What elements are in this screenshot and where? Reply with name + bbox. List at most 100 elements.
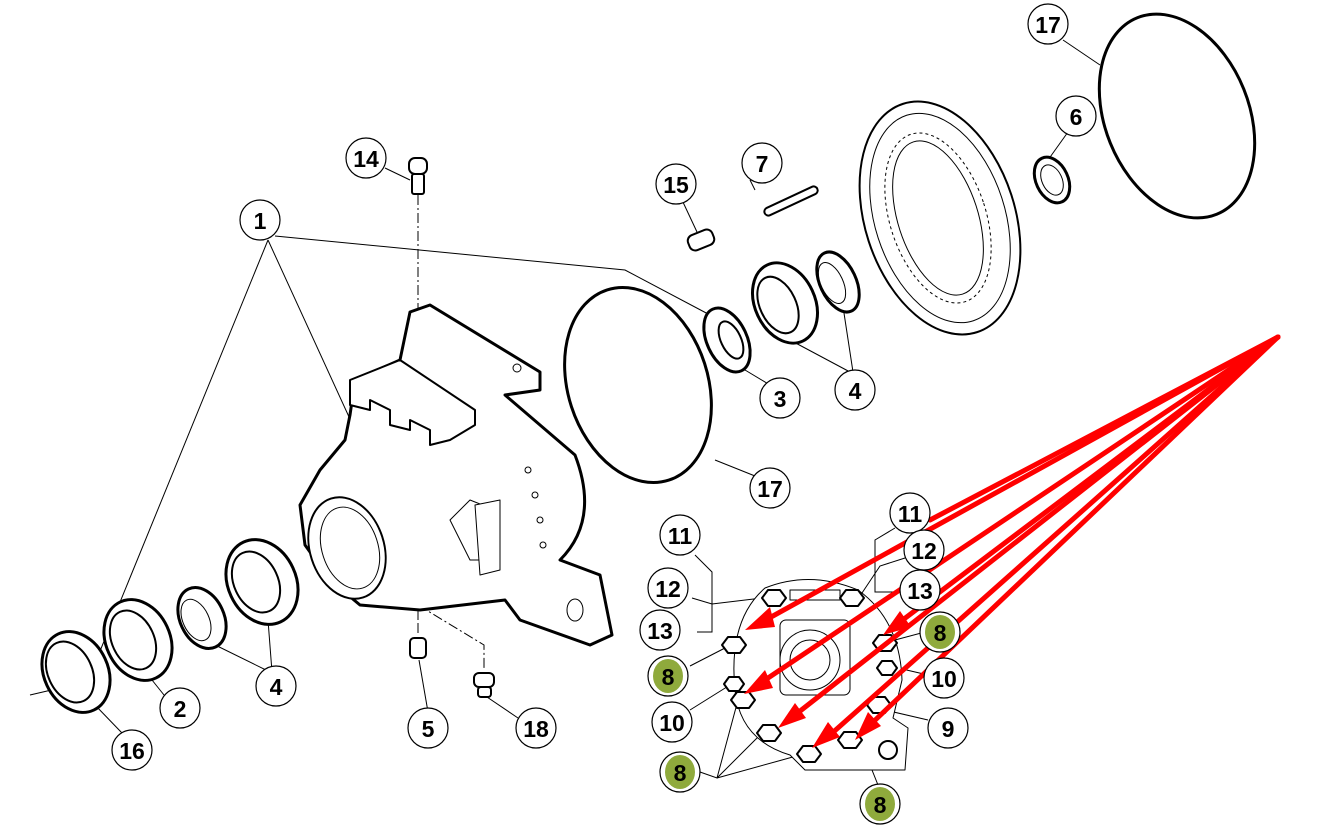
leader-11-right bbox=[874, 527, 905, 593]
callout-3: 3 bbox=[759, 377, 801, 419]
fitting-thread bbox=[477, 686, 492, 698]
hex-bolt-icon bbox=[721, 636, 747, 654]
callout-label: 1 bbox=[254, 208, 267, 234]
leader-5 bbox=[418, 659, 429, 713]
bolt-head bbox=[408, 157, 428, 175]
leader-18 bbox=[483, 694, 519, 719]
callout-12: 12 bbox=[903, 529, 945, 571]
flange-hole bbox=[524, 466, 532, 474]
callout-7: 7 bbox=[741, 142, 783, 184]
housing-fingers bbox=[349, 359, 476, 446]
red-annotation-arrows bbox=[744, 334, 1281, 748]
callout-17: 17 bbox=[749, 467, 791, 509]
bearing-cup-part-4-left bbox=[224, 538, 300, 626]
callout-10: 10 bbox=[651, 701, 693, 743]
callout-8: 8 bbox=[659, 751, 701, 793]
callout-label: 12 bbox=[655, 576, 681, 602]
leader-1-seal bbox=[274, 235, 711, 316]
callout-circle bbox=[741, 142, 783, 184]
callout-circle bbox=[927, 707, 969, 749]
leader-12-right bbox=[859, 557, 906, 597]
callout-label: 4 bbox=[849, 378, 862, 404]
callout-13: 13 bbox=[639, 609, 681, 651]
callout-circle bbox=[759, 377, 801, 419]
callout-12: 12 bbox=[647, 567, 689, 609]
callout-8: 8 bbox=[859, 783, 901, 825]
leader-17-top bbox=[1062, 39, 1101, 66]
callout-label: 4 bbox=[270, 674, 283, 700]
highlight-mark bbox=[925, 615, 955, 649]
hex-bolt-icon bbox=[723, 676, 745, 692]
hex-bolt-icon bbox=[796, 745, 822, 763]
callout-circle bbox=[1055, 95, 1097, 137]
callout-label: 18 bbox=[523, 716, 549, 742]
hex-bolt-icon bbox=[876, 660, 898, 676]
callout-11: 11 bbox=[659, 514, 701, 556]
hex-bolt-icon bbox=[756, 724, 782, 742]
housing-foot-hole bbox=[566, 598, 584, 622]
plug-part-5 bbox=[409, 637, 427, 659]
callout-label: 17 bbox=[1035, 12, 1061, 38]
red-arrowhead-2 bbox=[744, 670, 773, 694]
red-arrow-7 bbox=[927, 334, 1281, 523]
sleeve-part-15 bbox=[686, 228, 716, 252]
red-arrowhead-1 bbox=[745, 607, 775, 630]
leader-8-fan bbox=[699, 699, 801, 779]
callout-circle bbox=[749, 467, 791, 509]
pin-body bbox=[763, 185, 819, 217]
callout-circle bbox=[923, 657, 965, 699]
bearing-cone-part-4-right bbox=[815, 250, 861, 314]
leader-16 bbox=[94, 704, 123, 734]
callout-circle bbox=[1027, 3, 1069, 45]
parts bbox=[40, 12, 1257, 771]
hex-bolts bbox=[721, 589, 898, 763]
callout-2: 2 bbox=[159, 687, 201, 729]
callout-8: 8 bbox=[647, 655, 689, 697]
callout-circle bbox=[899, 569, 941, 611]
callout-6: 6 bbox=[1055, 95, 1097, 137]
flange-hole bbox=[539, 541, 547, 549]
leader-3 bbox=[744, 369, 771, 386]
callout-circle bbox=[407, 707, 449, 749]
leader-10-left bbox=[689, 684, 731, 711]
callout-label: 10 bbox=[659, 710, 685, 736]
callout-label: 6 bbox=[1070, 104, 1083, 130]
callout-label: 17 bbox=[757, 476, 783, 502]
callout-17: 17 bbox=[1027, 3, 1069, 45]
ring-gear-inner bbox=[892, 140, 984, 296]
callout-16: 16 bbox=[111, 729, 153, 771]
fitting-part-18 bbox=[473, 672, 495, 698]
flange-hole bbox=[536, 516, 544, 524]
housing-hole bbox=[512, 363, 522, 373]
sleeve-body bbox=[686, 228, 716, 252]
callout-label: 3 bbox=[774, 386, 787, 412]
callout-circle bbox=[255, 665, 297, 707]
callout-1: 1 bbox=[239, 199, 281, 241]
callout-label: 8 bbox=[662, 664, 675, 690]
highlight-mark bbox=[865, 787, 895, 821]
housing-bore-inner bbox=[319, 506, 381, 590]
callout-label: 11 bbox=[898, 501, 923, 527]
callout-circle bbox=[345, 137, 387, 179]
callout-label: 8 bbox=[874, 792, 887, 818]
ring-inner bbox=[108, 609, 158, 671]
callout-label: 14 bbox=[353, 146, 379, 172]
callout-10: 10 bbox=[923, 657, 965, 699]
red-arrow-4 bbox=[792, 334, 1281, 718]
callouts: 1234456788889101011111212131314151617171… bbox=[111, 3, 1097, 825]
leader-12-left bbox=[691, 597, 763, 605]
callout-circle bbox=[515, 707, 557, 749]
red-arrowhead-5 bbox=[812, 722, 840, 748]
ring-part-2 bbox=[102, 598, 174, 682]
leader-14 bbox=[384, 167, 411, 181]
fitting-hex bbox=[473, 672, 495, 688]
snap-ring-inner bbox=[1040, 164, 1064, 196]
bolt-part-14 bbox=[408, 157, 428, 195]
callout-circle bbox=[111, 729, 153, 771]
seal-part-3 bbox=[702, 306, 752, 374]
callout-4: 4 bbox=[834, 369, 876, 411]
callout-circle bbox=[651, 701, 693, 743]
callout-label: 8 bbox=[674, 760, 687, 786]
callout-9: 9 bbox=[927, 707, 969, 749]
callout-circle bbox=[639, 609, 681, 651]
